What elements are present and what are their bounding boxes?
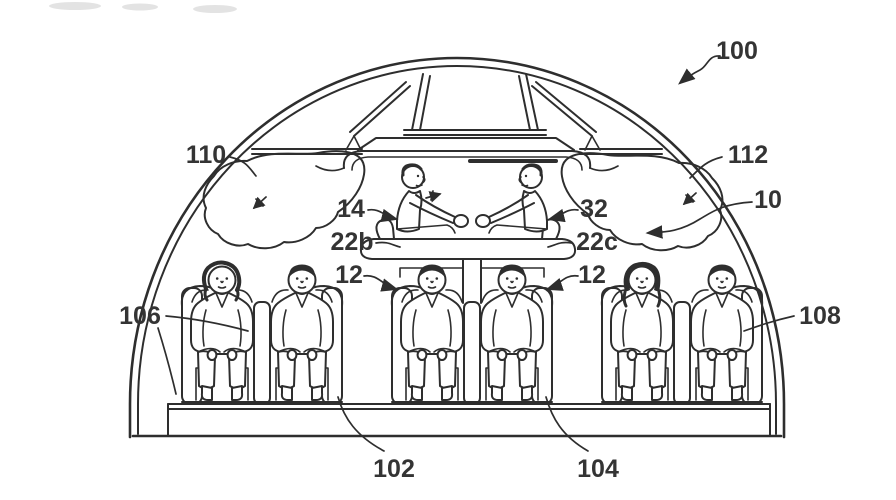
reference-numerals: 100 110 112 10 14 32 22b 22c 12 12 106 1… [119,37,841,483]
label-10: 10 [754,186,782,214]
fuselage-outer-wall [128,56,786,439]
label-14: 14 [337,195,365,223]
leader-112 [689,156,723,179]
right-diagonal-brace [531,81,597,137]
ceiling-panel [315,137,619,172]
leader-100 [678,55,721,85]
label-22c: 22c [576,228,618,256]
passenger-6 [690,264,754,401]
leader-104 [545,396,589,452]
airflow-arrow-left-icon [252,196,267,210]
leader-102 [337,396,385,452]
leader-108 [743,315,795,332]
passenger-3 [400,264,464,401]
label-32: 32 [580,195,608,223]
scan-artifacts [49,2,237,13]
label-108: 108 [799,302,841,330]
label-12-left: 12 [335,261,363,289]
leader-12-right [545,274,579,291]
left-y-bracket [345,135,362,151]
cabin-floor [131,403,783,438]
leader-110 [229,156,257,177]
passenger-2 [270,264,334,401]
label-102: 102 [373,455,415,483]
leader-14 [367,208,399,223]
label-112: 112 [728,141,768,169]
leader-22b [375,241,401,248]
label-100: 100 [716,37,758,65]
leader-22c [547,241,573,248]
airflow-arrow-right-icon [682,192,697,206]
fuselage-inner-wall [137,65,777,435]
upper-passenger-left [395,163,470,235]
leader-106 [165,315,249,332]
upper-passenger-right [474,163,549,235]
right-y-bracket [584,135,601,151]
overhead-bin-left [202,150,366,250]
motion-arrow-icon [425,190,442,203]
passenger-1 [190,260,254,401]
leader-10 [645,201,753,239]
passenger-5 [610,260,674,401]
upper-seat-back-left [375,218,395,240]
crown-compartment [403,73,547,136]
leader-32 [547,208,579,223]
left-diagonal-brace [349,81,411,137]
label-104: 104 [577,455,619,483]
fuselage-dome [128,56,786,439]
leader-106-tail [157,327,177,395]
label-106: 106 [119,302,161,330]
label-22b: 22b [330,228,373,256]
label-110: 110 [186,141,226,169]
passenger-4 [480,264,544,401]
label-12-right: 12 [578,261,606,289]
leader-12-left [363,274,399,292]
leader-lines [157,55,795,452]
